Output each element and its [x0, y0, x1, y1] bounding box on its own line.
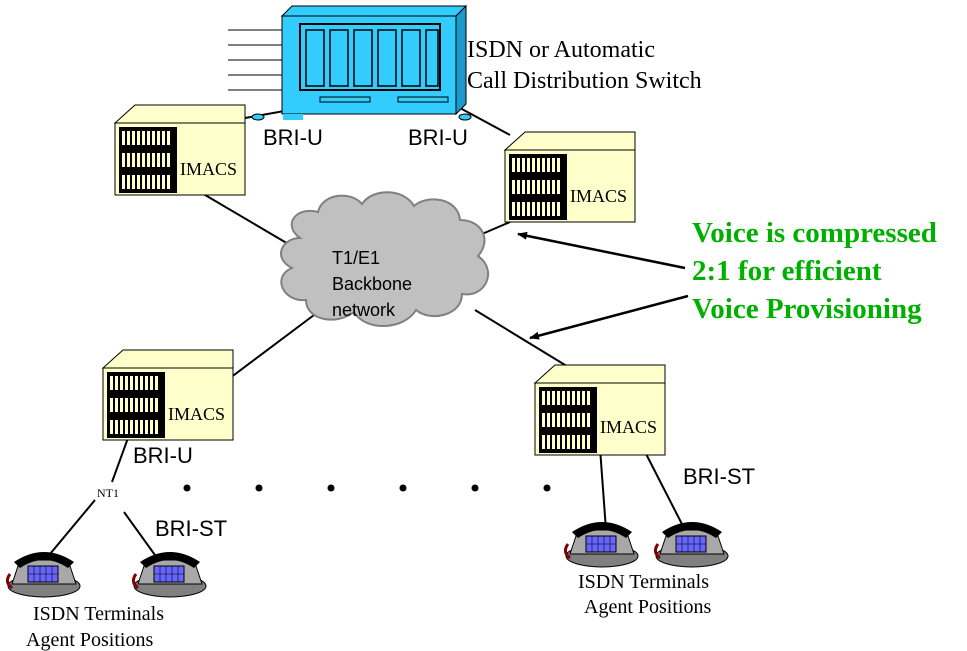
switch-title-line1: ISDN or Automatic — [467, 37, 655, 63]
connection-lines — [44, 107, 686, 563]
link-imacs-phone-a — [599, 447, 607, 531]
imacs-unit-bottom-left: IMACS — [102, 349, 234, 441]
terminals-left-line2: Agent Positions — [26, 629, 153, 651]
nt1-label: NT1 — [97, 486, 119, 500]
bri-st-label-left: BRI-ST — [155, 516, 227, 541]
imacs-unit-bottom-right: IMACS — [534, 364, 666, 456]
imacs-label: IMACS — [570, 186, 627, 206]
isdn-phone-right-b — [653, 520, 730, 569]
imacs-unit-top-left: IMACS — [114, 104, 246, 196]
terminals-left-line1: ISDN Terminals — [33, 603, 164, 625]
link-nt1-phone-right — [123, 511, 161, 563]
imacs-label: IMACS — [600, 417, 657, 437]
link-imacs-top-left-cloud — [199, 191, 291, 246]
link-switch-imacs-top-right — [459, 107, 511, 136]
bri-st-label-right: BRI-ST — [683, 464, 755, 489]
switch-title-line2: Call Distribution Switch — [467, 68, 702, 94]
terminals-right-line2: Agent Positions — [584, 596, 711, 618]
cloud-label-line1: T1/E1 — [332, 248, 380, 268]
cloud-label-line2: Backbone — [332, 274, 412, 294]
link-imacs-phone-b — [642, 447, 686, 531]
link-cloud-imacs-bottom-right — [474, 309, 571, 369]
isdn-phone-left-b — [131, 550, 208, 599]
cloud-label-line3: network — [332, 300, 396, 320]
ellipsis-dots — [183, 484, 551, 492]
isdn-switch — [228, 4, 472, 121]
imacs-unit-top-right: IMACS — [504, 131, 636, 223]
isdn-phone-left-a — [5, 550, 82, 599]
link-imacs-nt1 — [111, 437, 129, 483]
callout-arrow-upper — [517, 231, 686, 270]
imacs-label: IMACS — [168, 404, 225, 424]
terminals-right-line1: ISDN Terminals — [578, 571, 709, 593]
callout-line1: Voice is compressed — [692, 217, 937, 249]
isdn-phone-right-a — [563, 520, 640, 569]
bri-u-label-left: BRI-U — [263, 125, 323, 150]
backbone-cloud — [280, 191, 490, 327]
link-nt1-phone-left — [44, 499, 96, 561]
bri-u-label-lower: BRI-U — [133, 443, 193, 468]
imacs-label: IMACS — [180, 159, 237, 179]
bri-u-label-right: BRI-U — [408, 125, 468, 150]
callout-arrow-lower — [529, 294, 689, 340]
callout-arrows — [517, 231, 689, 340]
callout-line2: 2:1 for efficient — [692, 255, 882, 287]
callout-line3: Voice Provisioning — [692, 293, 922, 325]
link-cloud-imacs-bottom-left — [229, 311, 319, 379]
